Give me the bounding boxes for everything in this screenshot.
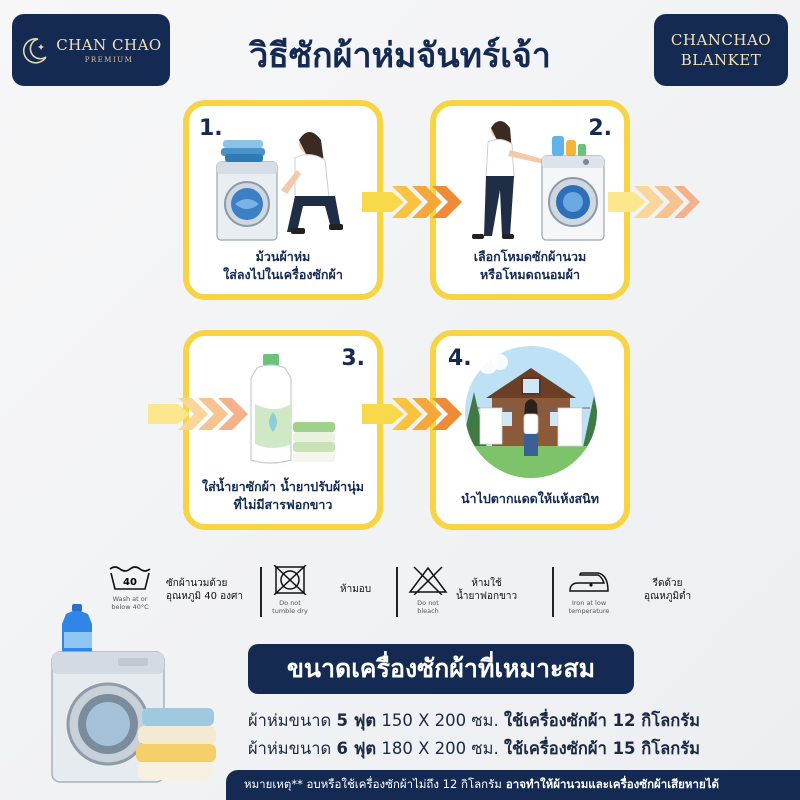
brand-logo-badge: CHAN CHAO PREMIUM bbox=[12, 14, 170, 86]
no-tumble-dry-icon bbox=[273, 564, 307, 596]
care-label-line-1: รีดด้วย bbox=[652, 578, 683, 589]
care-caption-line-1: Do not bbox=[279, 599, 301, 607]
care-caption: Do not tumble dry bbox=[268, 599, 312, 615]
step-caption: ใส่น้ำยาซักผ้า น้ำยาปรับผ้านุ่ม ที่ไม่มี… bbox=[189, 478, 377, 514]
care-label-line-2: น้ำยาฟอกขาว bbox=[456, 591, 518, 602]
crescent-moon-icon bbox=[23, 37, 47, 64]
brand-name-badge: CHANCHAO BLANKET bbox=[654, 14, 788, 86]
logo-main-text: CHAN CHAO bbox=[56, 36, 162, 54]
care-label-iron: รีดด้วย อุณหภูมิต่ำ bbox=[644, 577, 691, 603]
care-caption-line-2: below 40°C bbox=[111, 603, 149, 611]
logo-sub-text: PREMIUM bbox=[84, 56, 134, 64]
step-number: 2. bbox=[588, 116, 612, 141]
arrow-step-3-in bbox=[148, 398, 248, 430]
care-label-line-2: อุณหภูมิ 40 องศา bbox=[166, 591, 243, 602]
page-title: วิธีซักผ้าห่มจันทร์เจ้า bbox=[249, 36, 551, 76]
step-caption-line-2: ที่ไม่มีสารฟอกขาว bbox=[233, 497, 333, 512]
step-caption-line-1: นำไปตากแดดให้แห้งสนิท bbox=[461, 491, 599, 506]
care-caption: Do not bleach bbox=[406, 599, 450, 615]
size-feet: 5 ฟุต bbox=[336, 711, 377, 730]
care-caption-line-2: temperature bbox=[568, 607, 610, 615]
machine-size-banner: ขนาดเครื่องซักผ้าที่เหมาะสม bbox=[248, 644, 634, 694]
care-label-dry: ห้ามอบ bbox=[340, 583, 371, 596]
step-caption-line-2: ใส่ลงไปในเครื่องซักผ้า bbox=[223, 267, 343, 282]
step-caption-line-1: เลือกโหมดซักผ้านวม bbox=[473, 249, 587, 264]
washing-machine-loading-illustration bbox=[216, 132, 343, 241]
size-line-5ft: ผ้าห่มขนาด 5 ฟุต 150 X 200 ซม. ใช้เครื่อ… bbox=[248, 708, 700, 734]
step-caption-line-1: ม้วนผ้าห่ม bbox=[255, 249, 311, 264]
care-label-line-1: ซักผ้านวมด้วย bbox=[166, 578, 228, 589]
care-no-tumble-dry: Do not tumble dry bbox=[268, 564, 320, 620]
care-no-bleach: Do not bleach bbox=[406, 565, 458, 620]
care-label-bleach: ห้ามใช้ น้ำยาฟอกขาว bbox=[456, 577, 517, 603]
care-label-line-1: ห้ามอบ bbox=[340, 584, 372, 595]
arrow-step-3-to-4 bbox=[362, 398, 462, 430]
size-prefix: ผ้าห่มขนาด bbox=[248, 739, 337, 758]
care-caption: Wash at or below 40°C bbox=[108, 595, 152, 611]
note-text: หมายเหตุ** อบหรือใช้เครื่องซักผ้าไม่ถึง … bbox=[244, 777, 502, 791]
step-caption: ม้วนผ้าห่ม ใส่ลงไปในเครื่องซักผ้า bbox=[189, 248, 377, 284]
drying-in-sun-illustration bbox=[465, 346, 597, 478]
step-card-4: 4. bbox=[430, 330, 630, 530]
size-line-6ft: ผ้าห่มขนาด 6 ฟุต 180 X 200 ซม. ใช้เครื่อ… bbox=[248, 736, 700, 762]
care-caption-line-2: bleach bbox=[417, 607, 439, 615]
care-divider bbox=[260, 567, 262, 617]
note-warning: อาจทำให้ผ้านวมและเครื่องซักผ้าเสียหายได้ bbox=[505, 777, 719, 791]
care-caption-line-1: Iron at low bbox=[571, 599, 607, 607]
size-machine-capacity: ใช้เครื่องซักผ้า 15 กิโลกรัม bbox=[503, 739, 700, 758]
size-machine-capacity: ใช้เครื่องซักผ้า 12 กิโลกรัม bbox=[503, 711, 700, 730]
logo-text: CHAN CHAO PREMIUM bbox=[56, 36, 161, 64]
brand-line-2: BLANKET bbox=[680, 51, 762, 69]
care-caption-line-2: tumble dry bbox=[272, 607, 308, 615]
iron-low-icon bbox=[569, 572, 609, 592]
care-caption-line-1: Wash at or bbox=[112, 595, 148, 603]
care-label-line-2: อุณหภูมิต่ำ bbox=[644, 591, 692, 602]
step-caption-line-1: ใส่น้ำยาซักผ้า น้ำยาปรับผ้านุ่ม bbox=[201, 479, 364, 494]
arrow-step-2-out bbox=[608, 186, 700, 218]
woman-selecting-mode-illustration bbox=[472, 121, 605, 241]
step-number: 4. bbox=[448, 346, 472, 371]
care-caption-line-1: Do not bbox=[417, 599, 439, 607]
step-number: 3. bbox=[341, 346, 365, 371]
brand-line-1: CHANCHAO bbox=[670, 31, 772, 49]
care-label-line-1: ห้ามใช้ bbox=[471, 578, 502, 589]
care-caption: Iron at low temperature bbox=[564, 599, 614, 615]
wash-temperature: 40 bbox=[123, 577, 137, 588]
step-caption: นำไปตากแดดให้แห้งสนิท bbox=[436, 490, 624, 508]
size-dimensions: 180 X 200 ซม. bbox=[376, 739, 504, 758]
care-divider bbox=[552, 567, 554, 617]
note-bar: หมายเหตุ** อบหรือใช้เครื่องซักผ้าไม่ถึง … bbox=[226, 770, 800, 800]
detergent-bottle-illustration bbox=[250, 354, 335, 464]
step-card-1: 1. ม้วนผ้าห่ม ใส่ลงไปในเครื่องซักผ้า bbox=[183, 100, 383, 300]
care-divider bbox=[396, 567, 398, 617]
care-wash-40: 40 Wash at or below 40°C bbox=[108, 565, 160, 620]
step-caption-line-2: หรือโหมดถนอมผ้า bbox=[480, 267, 580, 282]
care-symbols-row: 40 Wash at or below 40°C ซักผ้านวมด้วย อ… bbox=[100, 564, 710, 620]
size-dimensions: 150 X 200 ซม. bbox=[376, 711, 504, 730]
wash-40-icon: 40 bbox=[109, 566, 151, 590]
care-iron-low: Iron at low temperature bbox=[564, 565, 622, 620]
no-bleach-icon bbox=[408, 566, 448, 596]
step-caption: เลือกโหมดซักผ้านวม หรือโหมดถนอมผ้า bbox=[436, 248, 624, 284]
step-card-3: 3. ใส่น้ำยาซักผ้า น้ำยาปรับผ้านุ่ม ที่ไม… bbox=[183, 330, 383, 530]
size-prefix: ผ้าห่มขนาด bbox=[248, 711, 337, 730]
step-number: 1. bbox=[199, 116, 223, 141]
washer-detergent-towels-illustration bbox=[51, 604, 216, 783]
size-feet: 6 ฟุต bbox=[336, 739, 377, 758]
care-label-wash: ซักผ้านวมด้วย อุณหภูมิ 40 องศา bbox=[166, 577, 243, 603]
arrow-step-1-to-2 bbox=[362, 186, 462, 218]
